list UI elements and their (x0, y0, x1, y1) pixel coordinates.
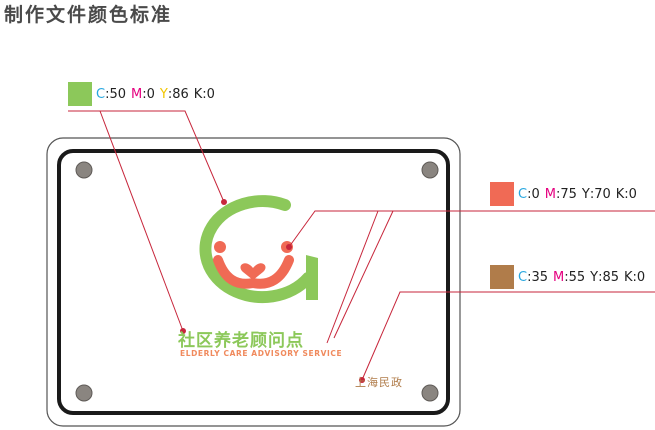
logo-mark (199, 195, 318, 304)
cmyk-k-key: K (624, 269, 633, 285)
cmyk-m-key: M (544, 186, 556, 202)
screw-bottom-left (75, 384, 93, 402)
dot-green-text (180, 328, 186, 334)
logo-green-tail (306, 255, 318, 300)
cmyk-y-value: :85 (598, 269, 620, 285)
cmyk-c-key: C (518, 269, 528, 285)
logo-name-cn: 社区养老顾问点 (178, 331, 304, 351)
cmyk-k-key: K (193, 86, 203, 102)
leader-green-1 (68, 110, 225, 203)
leader-lines (68, 110, 655, 381)
leader-orange-2 (326, 210, 379, 344)
screw-bottom-right (421, 384, 439, 402)
agency-label: 上海民政 (355, 376, 403, 389)
swatch-green (68, 82, 92, 106)
leader-green-2 (99, 110, 184, 332)
leader-orange-1 (288, 210, 655, 248)
callout-orange: C:0 M:75 Y:70 K:0 (490, 182, 637, 206)
cmyk-m-value: :55 (564, 269, 586, 285)
swatch-orange (490, 182, 514, 206)
cmyk-y-value: :70 (589, 186, 611, 202)
cmyk-c-value: :0 (527, 186, 540, 202)
logo-figure-left-head (214, 241, 226, 253)
cmyk-c-value: :35 (527, 269, 548, 285)
cmyk-y-key: Y (581, 186, 590, 202)
cmyk-m-value: :75 (555, 186, 577, 202)
cmyk-m-key: M (131, 86, 143, 102)
logo-smile-arc (213, 255, 294, 289)
cmyk-k-key: K (615, 186, 625, 202)
cmyk-y-key: Y (159, 86, 168, 102)
leader-brown (361, 291, 655, 381)
logo-name-en: ELDERLY CARE ADVISORY SERVICE (180, 349, 343, 358)
logo-green-arc (199, 195, 314, 304)
cmyk-m-value: :0 (142, 86, 155, 102)
dot-green-arc (221, 199, 227, 205)
corner-screws (75, 161, 439, 402)
screw-top-right (421, 161, 439, 179)
screw-top-left (75, 161, 93, 179)
swatch-brown (490, 265, 514, 289)
callout-brown: C:35 M:55 Y:85 K:0 (490, 265, 645, 289)
callout-green: C:50 M:0 Y:86 K:0 (68, 82, 215, 106)
dot-orange-head (286, 244, 292, 250)
leader-dots (180, 199, 365, 383)
cmyk-k-value: :0 (624, 186, 637, 202)
logo-heart (240, 263, 266, 280)
cmyk-c-key: C (96, 86, 106, 102)
cmyk-m-key: M (553, 269, 565, 285)
dot-brown-text (359, 377, 365, 383)
cmyk-y-key: Y (590, 269, 599, 285)
cmyk-y-value: :86 (167, 86, 189, 102)
leader-orange-3 (333, 210, 394, 339)
cmyk-c-value: :50 (105, 86, 126, 102)
cmyk-k-value: :0 (202, 86, 215, 102)
page-title: 制作文件颜色标准 (4, 4, 173, 26)
cmyk-c-key: C (518, 186, 528, 202)
cmyk-k-value: :0 (632, 269, 646, 285)
